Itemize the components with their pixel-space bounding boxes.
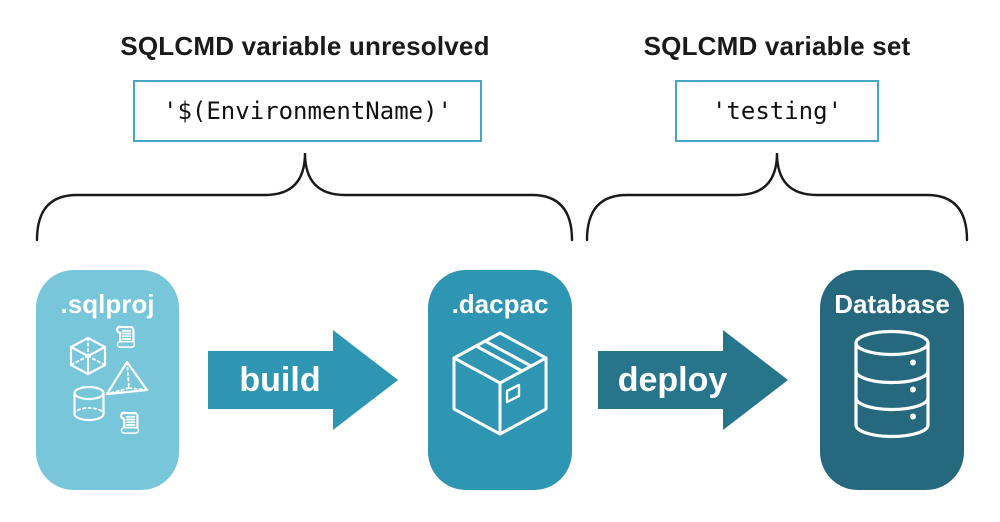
pyramid-icon bbox=[107, 362, 147, 394]
node-dacpac: .dacpac bbox=[428, 270, 572, 490]
deploy-arrow-shape bbox=[598, 330, 788, 430]
left-brace bbox=[35, 152, 574, 242]
build-arrow-label: build bbox=[239, 361, 321, 399]
build-arrow bbox=[208, 330, 398, 430]
heading-sqlcmd-unresolved: SQLCMD variable unresolved bbox=[120, 31, 490, 61]
code-text-testing-value: 'testing' bbox=[711, 97, 843, 125]
right-brace bbox=[585, 152, 969, 242]
node-database-label: Database bbox=[834, 289, 950, 319]
code-text-environment-variable: '$(EnvironmentName)' bbox=[163, 97, 452, 125]
deploy-arrow bbox=[598, 330, 788, 430]
database-icon bbox=[852, 329, 932, 443]
deploy-arrow-label: deploy bbox=[617, 361, 728, 399]
heading-sqlcmd-set: SQLCMD variable set bbox=[643, 31, 911, 61]
code-box-unresolved: '$(EnvironmentName)' bbox=[133, 80, 482, 142]
code-box-set: 'testing' bbox=[675, 80, 879, 142]
brace-group bbox=[35, 152, 969, 242]
node-dacpac-label: .dacpac bbox=[451, 289, 549, 319]
cylinder-icon bbox=[75, 387, 104, 420]
node-sqlproj: .sqlproj bbox=[36, 270, 179, 490]
cube-icon bbox=[71, 338, 105, 374]
node-database: Database bbox=[820, 270, 964, 490]
package-icon bbox=[448, 329, 552, 447]
scroll-icon bbox=[117, 327, 136, 348]
sql-project-objects-icon bbox=[52, 322, 162, 434]
scroll-icon bbox=[121, 413, 140, 434]
node-sqlproj-label: .sqlproj bbox=[60, 289, 155, 319]
build-arrow-shape bbox=[208, 330, 398, 430]
